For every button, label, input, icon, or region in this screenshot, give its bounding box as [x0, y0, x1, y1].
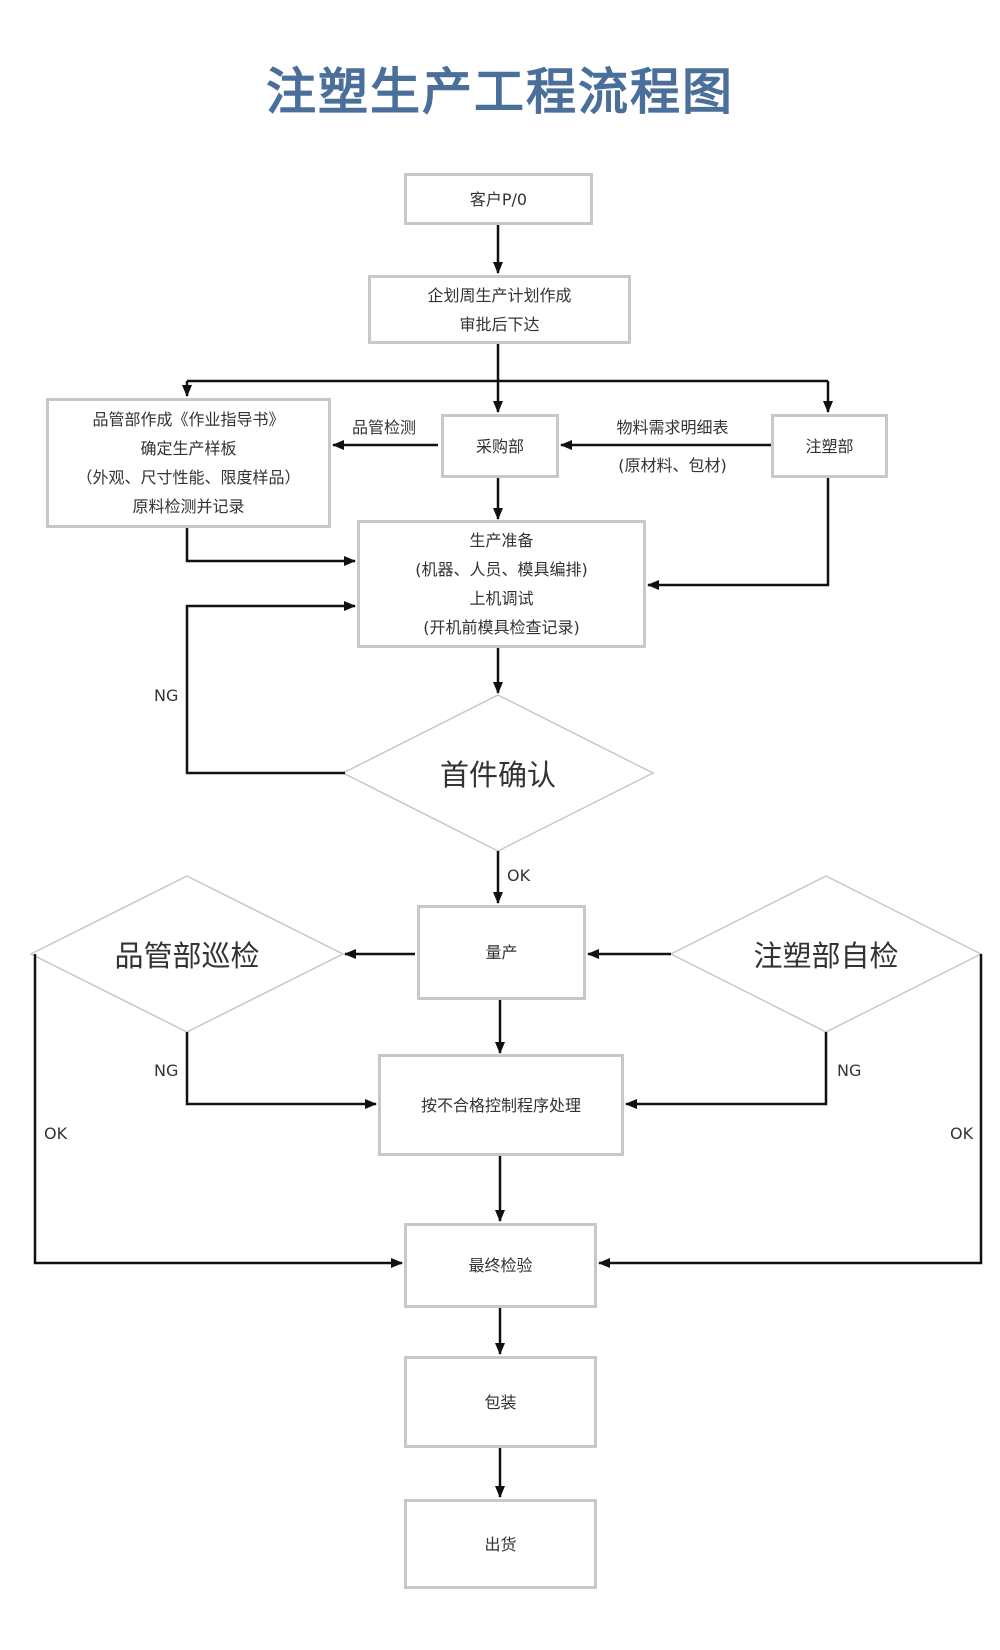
shipping-box: 出货 — [404, 1499, 597, 1589]
ng-first-piece-label: NG — [154, 686, 179, 705]
production-prep-line2: (机器、人员、模具编排) — [415, 560, 588, 579]
ok-first-piece-label: OK — [507, 866, 531, 885]
edge-molding-to-prep — [647, 478, 830, 590]
nonconforming-box: 按不合格控制程序处理 — [378, 1054, 624, 1156]
quality-dept-box: 品管部作成《作业指导书》 确定生产样板 （外观、尺寸性能、限度样品） 原料检测并… — [46, 398, 331, 528]
nonconforming-label: 按不合格控制程序处理 — [420, 1095, 581, 1115]
plan-box: 企划周生产计划作成 审批后下达 — [368, 275, 631, 344]
molding-dept-label: 注塑部 — [805, 436, 854, 456]
production-prep-line3: 上机调试 — [469, 589, 534, 608]
ok-right-label: OK — [950, 1124, 974, 1143]
customer-po-label: 客户P/0 — [469, 189, 528, 209]
edge-patrol-ng — [185, 1032, 377, 1109]
molding-dept-box: 注塑部 — [771, 414, 888, 478]
quality-dept-line2: 确定生产样板 — [140, 439, 237, 458]
edge-patrol-ok — [33, 954, 403, 1268]
production-prep-line4: (开机前模具检查记录) — [423, 618, 580, 637]
production-prep-box: 生产准备 (机器、人员、模具编排) 上机调试 (开机前模具检查记录) — [357, 520, 646, 648]
quality-dept-line3: （外观、尺寸性能、限度样品） — [76, 468, 301, 487]
edge-first-piece-ng-loop — [185, 601, 356, 775]
quality-dept-line4: 原料检测并记录 — [132, 497, 245, 516]
ng-patrol-label: NG — [154, 1061, 179, 1080]
edge-self-check-ok — [598, 954, 983, 1268]
packaging-label: 包装 — [484, 1392, 517, 1412]
material-list-label-line2: (原材料、包材) — [618, 456, 727, 475]
quality-dept-line1: 品管部作成《作业指导书》 — [92, 410, 285, 429]
production-prep-line1: 生产准备 — [469, 531, 534, 550]
plan-label-line2: 审批后下达 — [459, 314, 540, 334]
ng-self-check-label: NG — [837, 1061, 862, 1080]
plan-label-line1: 企划周生产计划作成 — [427, 285, 572, 305]
final-inspection-label: 最终检验 — [468, 1256, 533, 1275]
first-piece-label: 首件确认 — [439, 758, 556, 792]
purchasing-label: 采购部 — [475, 436, 524, 456]
ok-left-label: OK — [44, 1124, 68, 1143]
page-title: 注塑生产工程流程图 — [266, 63, 734, 121]
quality-test-label: 品管检测 — [352, 418, 417, 437]
shipping-label: 出货 — [484, 1534, 517, 1554]
final-inspection-box: 最终检验 — [404, 1223, 597, 1308]
self-check-label: 注塑部自检 — [753, 939, 899, 973]
quality-patrol-label: 品管部巡检 — [114, 939, 260, 973]
edge-self-check-ng — [625, 1032, 828, 1109]
mass-production-box: 量产 — [417, 905, 586, 1000]
edge-quality-to-prep — [185, 528, 356, 566]
purchasing-box: 采购部 — [441, 414, 559, 478]
customer-po-box: 客户P/0 — [404, 173, 593, 225]
material-list-label-line1: 物料需求明细表 — [616, 418, 729, 437]
mass-production-label: 量产 — [485, 943, 518, 962]
packaging-box: 包装 — [404, 1356, 597, 1448]
